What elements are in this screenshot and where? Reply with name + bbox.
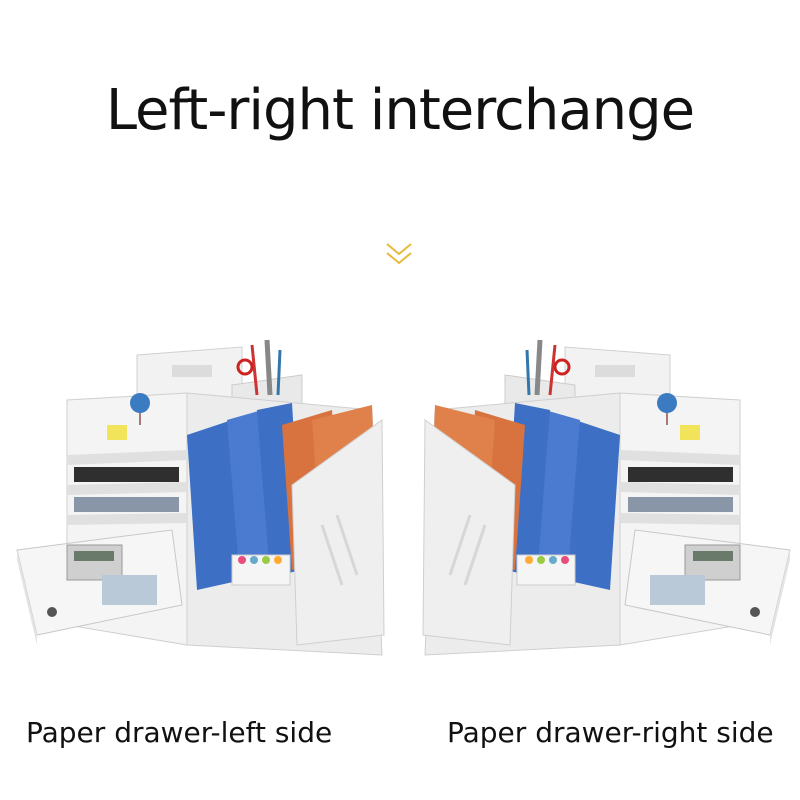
double-chevron-down-icon xyxy=(386,243,412,265)
organizer-right-photo xyxy=(400,325,795,670)
caption-right: Paper drawer-right side xyxy=(447,716,774,749)
page-title: Left-right interchange xyxy=(105,78,695,143)
organizer-left-photo xyxy=(12,325,407,670)
caption-left: Paper drawer-left side xyxy=(26,716,333,749)
